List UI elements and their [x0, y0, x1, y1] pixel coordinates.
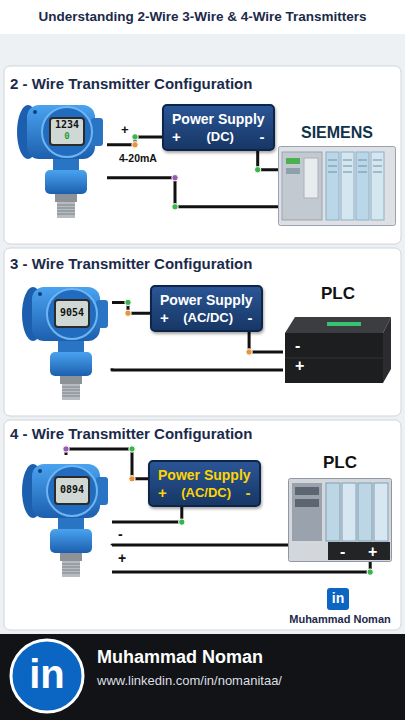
wire	[107, 178, 278, 207]
wire	[249, 332, 283, 352]
terminal-sign: +	[295, 357, 304, 374]
terminal-sign: -	[295, 337, 300, 354]
terminal-sign: -	[340, 543, 345, 560]
terminal-sign: +	[117, 550, 127, 566]
wire-junction-dot	[246, 349, 252, 355]
section-panel	[4, 248, 401, 416]
plc-label: PLC	[288, 452, 392, 474]
terminal-sign: +	[158, 484, 167, 501]
signal-label: 4-20mA	[118, 152, 158, 165]
supply-type: (AC/DC)	[183, 309, 233, 326]
supply-type: (DC)	[206, 128, 233, 145]
wire-junction-dot	[125, 310, 131, 316]
title: Understanding 2-Wire 3-Wire & 4-Wire Tra…	[0, 8, 405, 26]
wire-junction-dot	[179, 519, 185, 525]
transmitter: 9054	[20, 278, 112, 400]
profile-url: www.linkedin.com/in/nomanitaa/	[97, 673, 282, 689]
wire-junction-dot	[129, 446, 135, 452]
wire-junction-dot	[132, 142, 138, 148]
author-name: Muhammad Noman	[97, 647, 263, 668]
display-reading: 0894	[55, 484, 89, 495]
logo-text: in	[327, 590, 349, 607]
wire-junction-dot	[172, 175, 178, 181]
power-supply-box: Power Supply+ (AC/DC)-	[148, 460, 261, 507]
display-reading: 1234	[50, 119, 84, 130]
terminal-sign: -	[246, 484, 251, 501]
transmitter-drawing	[20, 455, 112, 577]
terminal-sign: +	[172, 128, 181, 145]
plc-label: SIEMENS	[278, 122, 396, 144]
wire-junction-dot	[132, 134, 138, 140]
wire-junction-dot	[172, 204, 178, 210]
section-heading: 3 - Wire Transmitter Configuration	[10, 255, 252, 273]
wire	[112, 507, 182, 522]
section-heading: 2 - Wire Transmitter Configuration	[10, 75, 252, 93]
transmitter-drawing	[15, 96, 107, 218]
section-panel	[4, 66, 401, 244]
plc-unit: PLC - +	[283, 283, 393, 388]
section-panel	[4, 420, 401, 630]
wire-junction-dot	[63, 446, 69, 452]
power-supply-box: Power Supply+ (DC) -	[162, 104, 275, 151]
wire	[112, 544, 288, 547]
plc-unit: SIEMENS	[278, 122, 396, 228]
display-reading: 9054	[55, 307, 89, 318]
terminal-sign: -	[117, 526, 124, 542]
author-name: Muhammad Noman	[280, 613, 400, 626]
section-heading: 4 - Wire Transmitter Configuration	[10, 425, 252, 443]
transmitter: 12340	[15, 96, 107, 218]
wire-junction-dot	[129, 476, 135, 482]
title-band	[0, 0, 405, 34]
transmitter: 0894	[20, 455, 112, 577]
linkedin-logo	[11, 640, 83, 712]
wire	[112, 562, 370, 572]
wire-junction-dot	[125, 299, 131, 305]
terminal-row: + (DC) -	[172, 128, 265, 145]
terminal-row: + (AC/DC)-	[160, 309, 253, 326]
terminal-sign: +	[120, 122, 130, 137]
terminal-row: + (AC/DC)-	[158, 484, 251, 501]
wire	[112, 368, 283, 370]
transmitter-drawing	[20, 278, 112, 400]
power-supply-title: Power Supply	[160, 292, 253, 309]
supply-type: (AC/DC)	[181, 484, 231, 501]
wire-junction-dot	[254, 167, 260, 173]
power-supply-title: Power Supply	[172, 111, 265, 128]
power-supply-box: Power Supply+ (AC/DC)-	[150, 285, 263, 332]
logo-text: in	[11, 648, 83, 700]
linkedin-logo	[327, 588, 349, 610]
terminal-sign: -	[260, 128, 265, 145]
wire-junction-dot	[367, 569, 373, 575]
display-reading: 0	[50, 131, 84, 142]
siemens-plc-drawing	[278, 146, 396, 226]
terminal-sign: -	[248, 309, 253, 326]
wire	[258, 151, 278, 170]
power-supply-title: Power Supply	[158, 467, 251, 484]
terminal-sign: +	[160, 309, 169, 326]
footer-bar	[0, 634, 405, 720]
terminal-sign: +	[368, 543, 377, 560]
plc-label: PLC	[283, 283, 393, 305]
plc-unit: PLC - +	[288, 452, 392, 562]
